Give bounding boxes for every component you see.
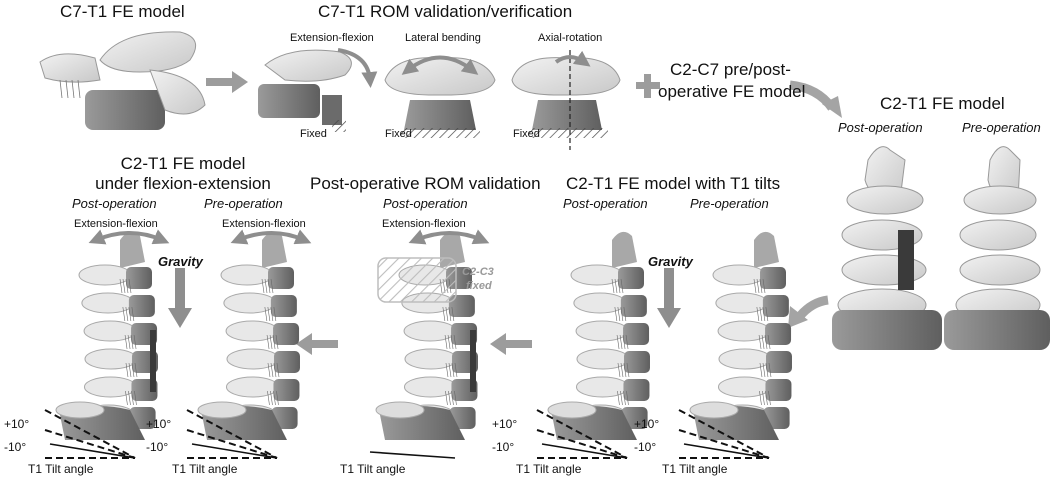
spine-columns: [44, 229, 792, 459]
label-c2c3-line2: fixed: [466, 280, 492, 292]
rom-axial-rotation-graphic: [511, 50, 621, 150]
title-flexion-line2: under flexion-extension: [95, 174, 271, 193]
gravity-arrow-left: [168, 268, 192, 328]
spine-tilt-pre: [678, 231, 792, 459]
spine-tilt-post: [536, 231, 650, 459]
arrow-right-1: [206, 71, 248, 93]
label-t1-tilt-angle-5: T1 Tilt angle: [662, 462, 728, 476]
label-plus10-2: +10°: [146, 417, 172, 431]
c2c3-fixed-box: [377, 257, 457, 303]
label-lateral-bending: Lateral bending: [405, 32, 481, 44]
spine-rom-post: [369, 229, 490, 459]
title-c2c7-line1: C2-C7 pre/post-: [670, 60, 791, 79]
label-post-operation-right: Post-operation: [838, 120, 923, 135]
plus-icon: [636, 74, 660, 98]
label-plus10-3: +10°: [492, 417, 518, 431]
title-c2t1-model: C2-T1 FE model: [880, 94, 1005, 113]
label-minus10-4: -10°: [634, 440, 657, 454]
label-plus10-4: +10°: [634, 417, 660, 431]
title-c2c7-line2: operative FE model: [658, 82, 806, 101]
label-plus10-1: +10°: [4, 417, 30, 431]
label-fixed-1: Fixed: [300, 128, 327, 140]
label-t1-tilt-angle-2: T1 Tilt angle: [172, 462, 238, 476]
label-extension-flexion-3: Extension-flexion: [382, 218, 466, 230]
title-flexion-line1: C2-T1 FE model: [120, 154, 246, 173]
gravity-arrow-right: [657, 268, 681, 328]
label-t1-tilt-angle-4: T1 Tilt angle: [516, 462, 582, 476]
rom-extension-flexion-graphic: [258, 48, 378, 132]
title-c7t1-model: C7-T1 FE model: [60, 2, 185, 21]
label-minus10-3: -10°: [492, 440, 515, 454]
label-extension-flexion-2: Extension-flexion: [222, 218, 306, 230]
label-post-operation-2: Post-operation: [383, 196, 468, 211]
label-post-operation-1: Post-operation: [72, 196, 157, 211]
label-t1-tilt-angle-3: T1 Tilt angle: [340, 462, 406, 476]
label-gravity-2: Gravity: [648, 254, 693, 269]
curved-arrow-head: [822, 96, 842, 118]
label-minus10-1: -10°: [4, 440, 27, 454]
arrow-left-1: [490, 333, 532, 355]
label-pre-operation-3: Pre-operation: [690, 196, 769, 211]
c2t1-pre-operation-graphic: [944, 146, 1050, 350]
arrow-left-2: [296, 333, 338, 355]
rom-lateral-bending-graphic: [384, 55, 496, 138]
label-gravity-1: Gravity: [158, 254, 203, 269]
label-pre-operation-right: Pre-operation: [962, 120, 1041, 135]
label-minus10-2: -10°: [146, 440, 169, 454]
label-c2c3-line1: C2-C3: [462, 266, 494, 278]
curved-arrow-head-2: [788, 306, 808, 328]
label-axial-rotation: Axial-rotation: [538, 32, 603, 44]
spine-flexion-post: [44, 229, 170, 459]
c2t1-post-operation-graphic: [832, 146, 942, 350]
c7t1-model-graphic: [39, 31, 206, 130]
spine-flexion-pre: [186, 229, 312, 459]
label-pre-operation-1: Pre-operation: [204, 196, 283, 211]
title-c7t1-rom: C7-T1 ROM validation/verification: [318, 2, 573, 21]
label-extension-flexion-top: Extension-flexion: [290, 32, 374, 44]
title-t1-tilts: C2-T1 FE model with T1 tilts: [566, 174, 781, 193]
title-postop-rom: Post-operative ROM validation: [310, 174, 541, 193]
label-fixed-3: Fixed: [513, 128, 540, 140]
curved-arrow-to-tilts: [796, 295, 829, 320]
label-post-operation-3: Post-operation: [563, 196, 648, 211]
label-extension-flexion-1: Extension-flexion: [74, 218, 158, 230]
label-fixed-2: Fixed: [385, 128, 412, 140]
label-t1-tilt-angle-1: T1 Tilt angle: [28, 462, 94, 476]
